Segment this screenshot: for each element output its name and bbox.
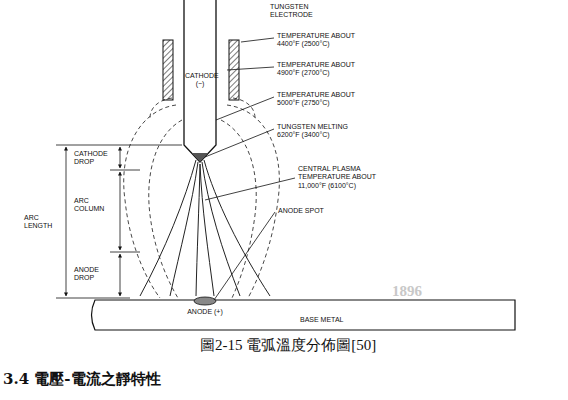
section-heading: 3.4 電壓-電流之靜特性 (3, 370, 161, 388)
temperature-label: TEMPERATURE ABOUT 4900°F (2700°C) (277, 61, 355, 78)
figure-caption: 圖2-15 電弧溫度分佈圖[50] (200, 336, 376, 355)
part-label: ANODE SPOT (278, 207, 324, 215)
part-label: BASE METAL (300, 316, 343, 324)
dimension-label: ARC LENGTH (24, 214, 62, 231)
temperature-label: TUNGSTEN MELTING 6200°F (3400°C) (277, 123, 355, 140)
electrode-polarity: CATHODE (−) (185, 72, 215, 89)
part-label: TUNGSTEN ELECTRODE (270, 3, 332, 20)
zone-label: CATHODE DROP (74, 150, 114, 167)
zone-label: ANODE DROP (74, 266, 114, 283)
zone-label: ARC COLUMN (74, 197, 114, 214)
watermark: 1896 (392, 282, 422, 300)
temperature-label: TEMPERATURE ABOUT 4400°F (2500°C) (277, 32, 355, 49)
temperature-label: TEMPERATURE ABOUT 5000°F (2750°C) (277, 91, 355, 108)
temperature-label: CENTRAL PLASMA TEMPERATURE ABOUT 11,000°… (298, 165, 390, 190)
anode-label: ANODE (+) (186, 308, 224, 316)
